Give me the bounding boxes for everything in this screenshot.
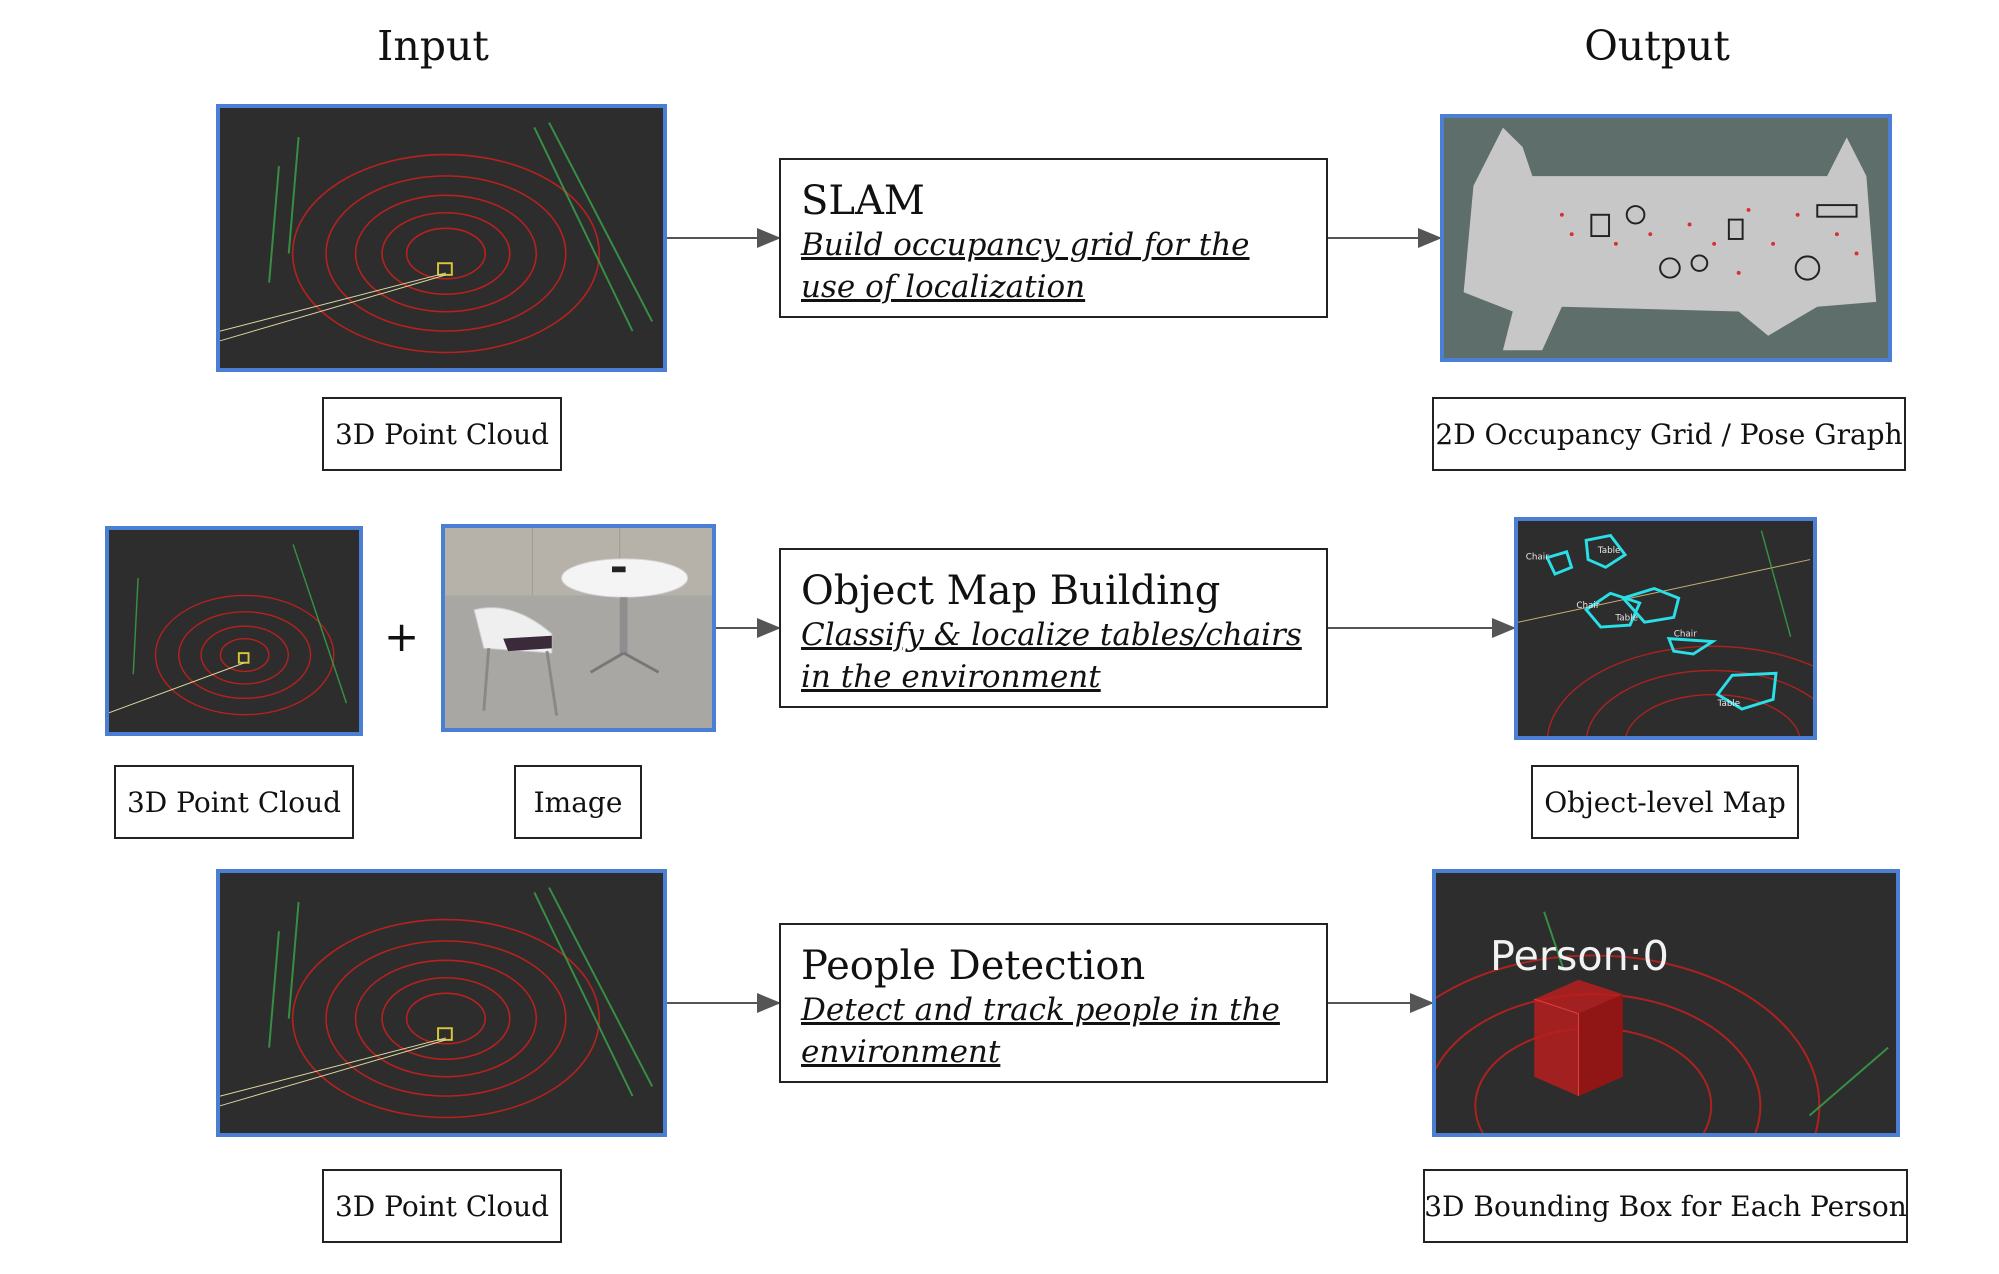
people-input-label: 3D Point Cloud [322,1169,562,1243]
object-input-label-pointcloud: 3D Point Cloud [114,765,354,839]
output-column-title: Output [1584,22,1730,70]
point-cloud-image-object [105,526,363,736]
point-cloud-image-people [216,869,667,1137]
people-process-title: People Detection [801,943,1146,989]
slam-process-desc: Build occupancy grid for the use of loca… [801,227,1250,305]
object-tag: Chair [1674,630,1697,640]
person-tag: Person:0 [1490,932,1669,980]
object-map-image: Chair Table Chair Table Chair Table [1514,517,1817,740]
people-process-desc: Detect and track people in the environme… [801,992,1280,1070]
object-tag: Table [1614,613,1638,623]
input-column-title: Input [377,22,489,70]
slam-output-label: 2D Occupancy Grid / Pose Graph [1432,397,1906,471]
object-process-title: Object Map Building [801,568,1221,614]
object-tag: Chair [1576,601,1599,611]
object-process-box: Object Map Building Classify & localize … [779,548,1328,708]
camera-image [441,524,716,732]
object-process-desc: Classify & localize tables/chairs in the… [801,617,1302,695]
object-tag: Table [1717,699,1741,709]
object-output-label: Object-level Map [1531,765,1799,839]
occupancy-grid-image [1440,114,1892,362]
object-input-label-image: Image [514,765,642,839]
plus-sign: + [384,612,420,661]
object-tag: Chair [1526,553,1549,563]
object-tag: Table [1597,546,1621,556]
slam-input-label: 3D Point Cloud [322,397,562,471]
slam-process-box: SLAM Build occupancy grid for the use of… [779,158,1328,318]
person-bbox-image: Person:0 [1432,869,1900,1137]
point-cloud-image-slam [216,104,667,372]
people-output-label: 3D Bounding Box for Each Person [1423,1169,1908,1243]
people-process-box: People Detection Detect and track people… [779,923,1328,1083]
slam-process-title: SLAM [801,178,925,224]
